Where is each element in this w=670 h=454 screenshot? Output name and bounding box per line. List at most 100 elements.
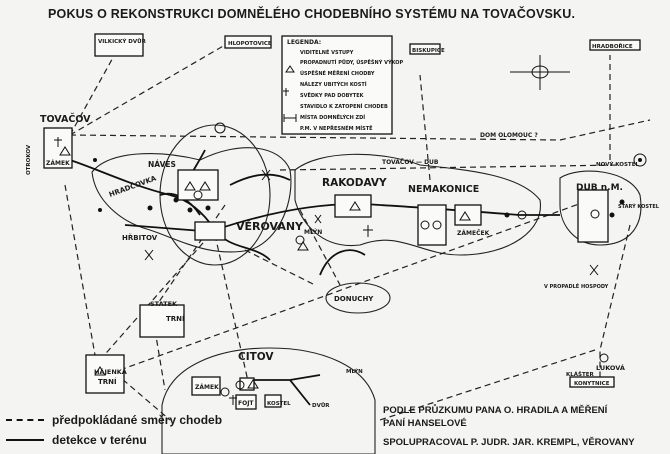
building-statek	[139, 304, 185, 338]
x-icon	[144, 249, 154, 261]
dashed-tunnel	[119, 199, 591, 371]
building-nemakonice	[417, 204, 447, 246]
building-citov-2	[264, 394, 282, 408]
label-biskupice: BISKUPICE	[412, 48, 445, 54]
dashed-tunnel	[379, 349, 596, 421]
entrance-icon	[199, 181, 211, 191]
label-ostrov: OTROKOV	[26, 144, 32, 175]
label-novy-kostel: NOVÝ KOSTEL	[596, 161, 639, 168]
building-zamek-citov	[191, 376, 221, 396]
building-hlopotovice	[224, 35, 272, 49]
label-hlopotovice: HLOPOTOVICE	[228, 41, 272, 47]
dashed-tunnel	[64, 184, 96, 356]
credits-line: PODLE PRŮZKUMU PANA O. HRADILA A MĚŘENÍ	[383, 405, 608, 416]
label-tovacov: TOVAČOV	[40, 113, 91, 125]
map-legend-item: MÍSTA DOMNĚLÝCH ZDÍ	[300, 113, 365, 121]
dashed-tunnel	[419, 74, 431, 181]
measure-circle-icon	[214, 122, 226, 134]
measure-circle-icon	[432, 220, 442, 230]
label-zamecek: ZÁMEČEK	[457, 230, 490, 237]
label-dub: DUB n.M.	[576, 183, 623, 193]
legend-solid: detekce v terénu	[6, 430, 222, 450]
solid-tunnel	[214, 203, 560, 231]
enclosure-dub	[559, 170, 642, 246]
entrance-icon	[59, 146, 71, 156]
map-legend-item: SVĚDKY PAD DOBYTEK	[300, 91, 365, 99]
label-klaster: KLÁŠTER	[566, 371, 594, 378]
label-lukova: LUKOVÁ	[596, 363, 625, 372]
legend-solid-label: detekce v terénu	[52, 433, 147, 447]
label-hrbitov: HŘBITOV	[122, 233, 158, 242]
label-tovacov-dub: TOVAČOV — DUB	[382, 159, 439, 166]
entrance-icon	[184, 181, 196, 191]
cross-icon	[283, 88, 289, 96]
measure-circle-icon	[193, 190, 203, 200]
measure-circle-icon	[517, 210, 527, 220]
building-fojt	[235, 394, 257, 410]
credits-line: PANÍ HANSELOVÉ	[383, 418, 467, 429]
dot-icon	[504, 212, 510, 218]
dot-icon	[609, 212, 615, 218]
measure-circle-icon	[295, 235, 305, 245]
dashed-tunnel	[69, 44, 121, 136]
entrance-icon	[285, 65, 295, 73]
enclosure-tovacov-verovany	[91, 147, 292, 253]
label-verovany: VĚROVANY	[236, 220, 304, 233]
dot-icon	[147, 205, 153, 211]
measure-circle-icon	[235, 380, 245, 390]
dot-icon	[93, 158, 97, 162]
building-biskupice	[409, 43, 441, 55]
dot-icon	[205, 205, 211, 211]
label-vilkicky: VILKICKÝ DVŮR	[98, 38, 147, 45]
measure-circle-icon	[633, 153, 647, 167]
building-vilkicky	[94, 33, 144, 57]
label-dvur: DVŮR	[312, 402, 330, 409]
building-dub	[577, 189, 609, 243]
dashed-tunnel	[69, 119, 651, 141]
dashed-tunnel	[214, 234, 251, 391]
gate-icon	[283, 114, 297, 122]
label-statek: STATEK	[150, 300, 178, 308]
entrance-icon	[247, 379, 259, 389]
label-kostel: KOSTEL	[267, 401, 291, 407]
entrance-icon	[349, 201, 361, 211]
legend: předpokládané směry chodeb detekce v ter…	[6, 410, 222, 450]
legend-dashed: předpokládané směry chodeb	[6, 410, 222, 430]
building-tovacov-zamek	[43, 127, 73, 169]
compass-icon	[510, 55, 570, 90]
legend-dashed-label: předpokládané směry chodeb	[52, 413, 223, 427]
label-donuchy: DONUCHY	[334, 295, 374, 303]
enclosure-donuchy	[325, 282, 391, 314]
label-hradborice: HRADBOŘICE	[592, 43, 633, 50]
label-mlyn2: MLÝN	[346, 368, 363, 375]
x-icon	[261, 169, 271, 181]
map-legend-heading: LEGENDA:	[287, 39, 321, 46]
map-legend-item: PROPADNUTÍ PŮDY, ÚSPĚŠNÝ VÝKOP	[300, 58, 403, 66]
measure-circle-icon	[599, 353, 609, 363]
label-zamek-tovacov: ZÁMEK	[46, 160, 70, 167]
solid-tunnel	[319, 249, 366, 276]
label-nemakonice: NEMAKONICE	[408, 184, 479, 195]
dashed-tunnel	[279, 164, 621, 171]
x-icon	[314, 214, 322, 224]
solid-tunnel	[289, 379, 311, 406]
legend-box	[281, 35, 393, 135]
map-legend-item: ÚSPĚŠNÉ MĚŘENÍ CHODBY	[300, 69, 375, 77]
dashed-tunnel	[244, 249, 316, 286]
entrance-icon	[297, 241, 309, 251]
solid-line-swatch	[6, 439, 44, 441]
enclosure-rakodavy	[294, 153, 541, 256]
entrance-icon	[94, 366, 106, 376]
measure-circle-icon	[590, 209, 600, 219]
label-hajenka: HÁJENKA	[94, 367, 127, 376]
building-zamecek	[454, 204, 482, 226]
measure-circle-icon	[420, 220, 430, 230]
label-stary-kostel: STARÝ KOSTEL	[618, 203, 660, 210]
credits: PODLE PRŮZKUMU PANA O. HRADILA A MĚŘENÍ …	[383, 404, 635, 449]
dashed-tunnel	[154, 329, 166, 391]
label-naves: NÁVES	[148, 160, 176, 169]
map-legend-item: NÁLEZY UBITÝCH KOSTÍ	[300, 80, 367, 88]
label-trni: TRNÍ	[166, 314, 185, 323]
building-verovany-center	[194, 221, 226, 241]
